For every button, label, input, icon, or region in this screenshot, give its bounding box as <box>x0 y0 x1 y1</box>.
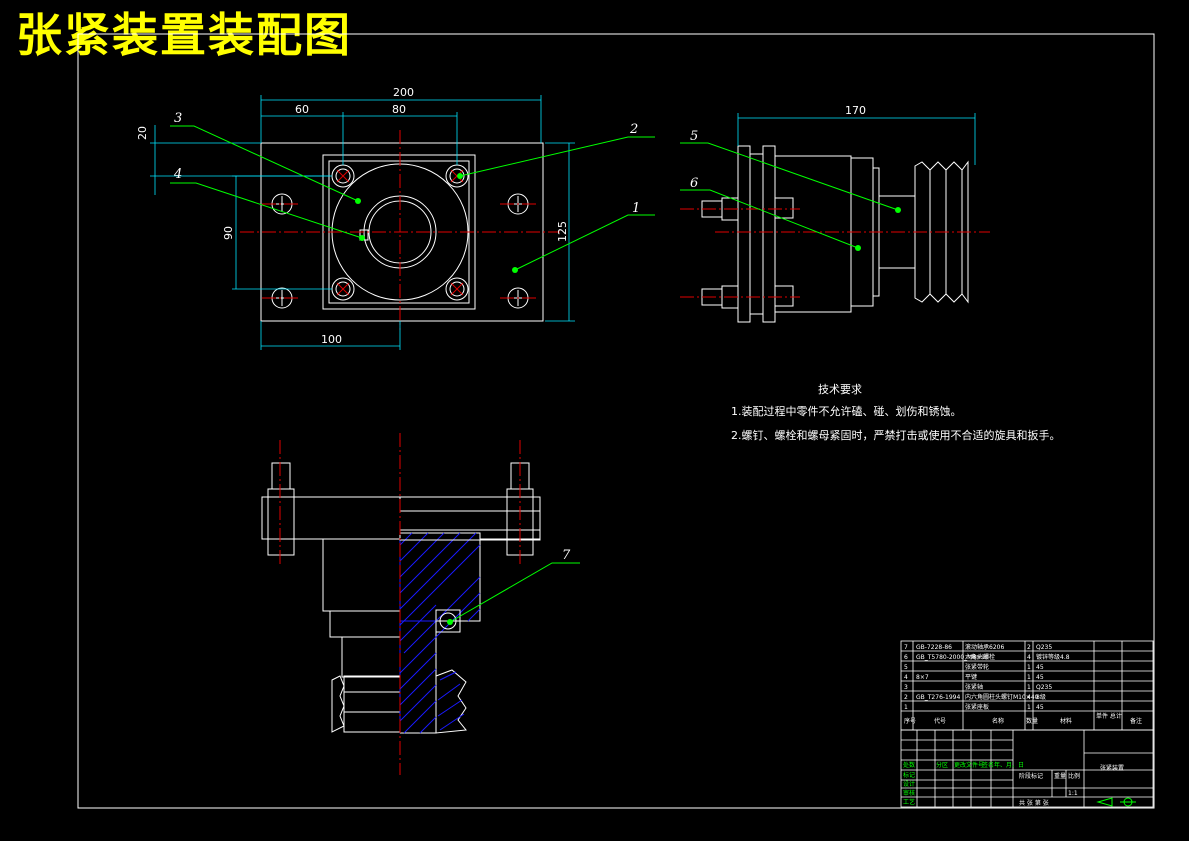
bom-cell-no: 4 <box>904 674 908 681</box>
bom-cell-qty: 1 <box>1027 704 1031 711</box>
dim-200: 200 <box>393 86 414 99</box>
dim-20: 20 <box>136 126 149 140</box>
top-view <box>240 130 560 330</box>
bom-cell-material: 45 <box>1036 664 1044 671</box>
dim-90: 90 <box>222 226 235 240</box>
dim-80: 80 <box>392 103 406 116</box>
tb-row-design: 设计 <box>903 780 915 788</box>
balloon-1: 1 <box>632 201 640 216</box>
bom-cell-material: 45 <box>1036 704 1044 711</box>
bom-cell-qty: 1 <box>1027 674 1031 681</box>
bom-cell-name: 张紧座板 <box>965 703 989 711</box>
bom-cell-no: 3 <box>904 684 908 691</box>
bom-header-qty: 数量 <box>1026 717 1038 725</box>
bom-cell-qty: 1 <box>1027 664 1031 671</box>
tb-sheet: 共 张 第 张 <box>1019 799 1049 807</box>
bom-cell-code: 8×7 <box>916 674 929 681</box>
bom-cell-name: 六角头螺栓 <box>965 653 995 661</box>
bom-cell-name: 滚动轴承6206 <box>965 643 1004 651</box>
balloon-2: 2 <box>629 122 638 137</box>
section-view <box>261 433 541 775</box>
projection-symbol-icon <box>1096 797 1136 807</box>
tb-mark-label: 处数 <box>903 761 915 769</box>
notes-heading: 技术要求 <box>818 383 862 396</box>
bom-cell-code: GB-7228-86 <box>916 644 952 651</box>
tb-sign-label: 签名 <box>982 761 994 769</box>
bom-cell-material: 镀锌等级4.8 <box>1036 653 1070 661</box>
bom-cell-qty: 1 <box>1027 684 1031 691</box>
drawing-frame <box>77 33 1155 809</box>
bom-header-no: 序号 <box>904 717 916 725</box>
note-1: 1.装配过程中零件不允许磕、碰、划伤和锈蚀。 <box>731 404 962 418</box>
tb-change-label: 更改文件号 <box>954 761 984 769</box>
dim-100: 100 <box>321 333 342 346</box>
bom-cell-qty: 4 <box>1027 694 1031 701</box>
bom-cell-material: Q235 <box>1036 684 1052 691</box>
tb-weight: 重量 <box>1054 772 1066 780</box>
tb-zone-label: 分区 <box>936 761 948 769</box>
tb-scale: 1:1 <box>1068 790 1078 797</box>
dim-125: 125 <box>556 221 569 242</box>
bom-cell-no: 7 <box>904 644 908 651</box>
tb-row-review: 审核 <box>903 789 915 797</box>
bom-cell-material: 45 <box>1036 674 1044 681</box>
tb-row-process: 工艺 <box>903 798 915 806</box>
bom-cell-code: GB_T5780-2000_M8×90 <box>916 654 989 661</box>
title-block: 处数 分区 更改文件号 签名 年、月、日 标记 设计 审核 工艺 阶段标记 重量… <box>900 729 1154 808</box>
tb-stage: 阶段标记 <box>1019 772 1043 780</box>
bom-header-code: 代号 <box>934 717 946 725</box>
bom-cell-no: 6 <box>904 654 908 661</box>
tb-row-mark: 标记 <box>903 771 915 779</box>
bom-cell-material: 8级 <box>1036 693 1046 701</box>
bom-cell-no: 5 <box>904 664 908 671</box>
bom-cell-name: 张紧带轮 <box>965 663 989 671</box>
dim-60: 60 <box>295 103 309 116</box>
bom-header-remark: 备注 <box>1130 717 1142 725</box>
bom-header-name: 名称 <box>992 717 1004 725</box>
top-view-leaders <box>170 125 655 271</box>
bom-header-material: 材料 <box>1060 717 1072 725</box>
bom-header-weight: 单件 总计 <box>1096 712 1122 720</box>
bom-cell-name: 平键 <box>965 673 977 681</box>
side-view <box>680 145 990 323</box>
bom-cell-material: Q235 <box>1036 644 1052 651</box>
bom-cell-qty: 4 <box>1027 654 1031 661</box>
balloon-6: 6 <box>690 176 698 191</box>
bom-cell-name: 张紧轴 <box>965 683 983 691</box>
side-view-dimensions <box>737 113 976 165</box>
note-2: 2.螺钉、螺栓和螺母紧固时，严禁打击或使用不合适的旋具和扳手。 <box>731 428 1061 442</box>
drawing-title: 张紧装置装配图 <box>16 8 352 62</box>
tb-date-label: 年、月、日 <box>994 761 1024 769</box>
bom-cell-no: 2 <box>904 694 908 701</box>
tb-drawing-name: 张紧装置 <box>1100 764 1124 772</box>
tb-ratio: 比例 <box>1068 772 1080 780</box>
balloon-7: 7 <box>562 548 571 563</box>
balloon-3: 3 <box>174 111 182 126</box>
side-view-leaders <box>680 142 899 249</box>
top-view-dimensions <box>150 95 575 350</box>
bom-cell-name: 内六角圆柱头螺钉M10×40 <box>965 693 1039 701</box>
balloon-4: 4 <box>173 167 182 182</box>
bom-cell-code: GB_T276-1994 <box>916 694 961 701</box>
section-leaders <box>449 562 580 623</box>
dim-170: 170 <box>845 104 866 117</box>
bom-cell-qty: 2 <box>1027 644 1031 651</box>
bom-cell-no: 1 <box>904 704 908 711</box>
section-hatching <box>399 532 481 734</box>
balloon-5: 5 <box>690 129 698 144</box>
